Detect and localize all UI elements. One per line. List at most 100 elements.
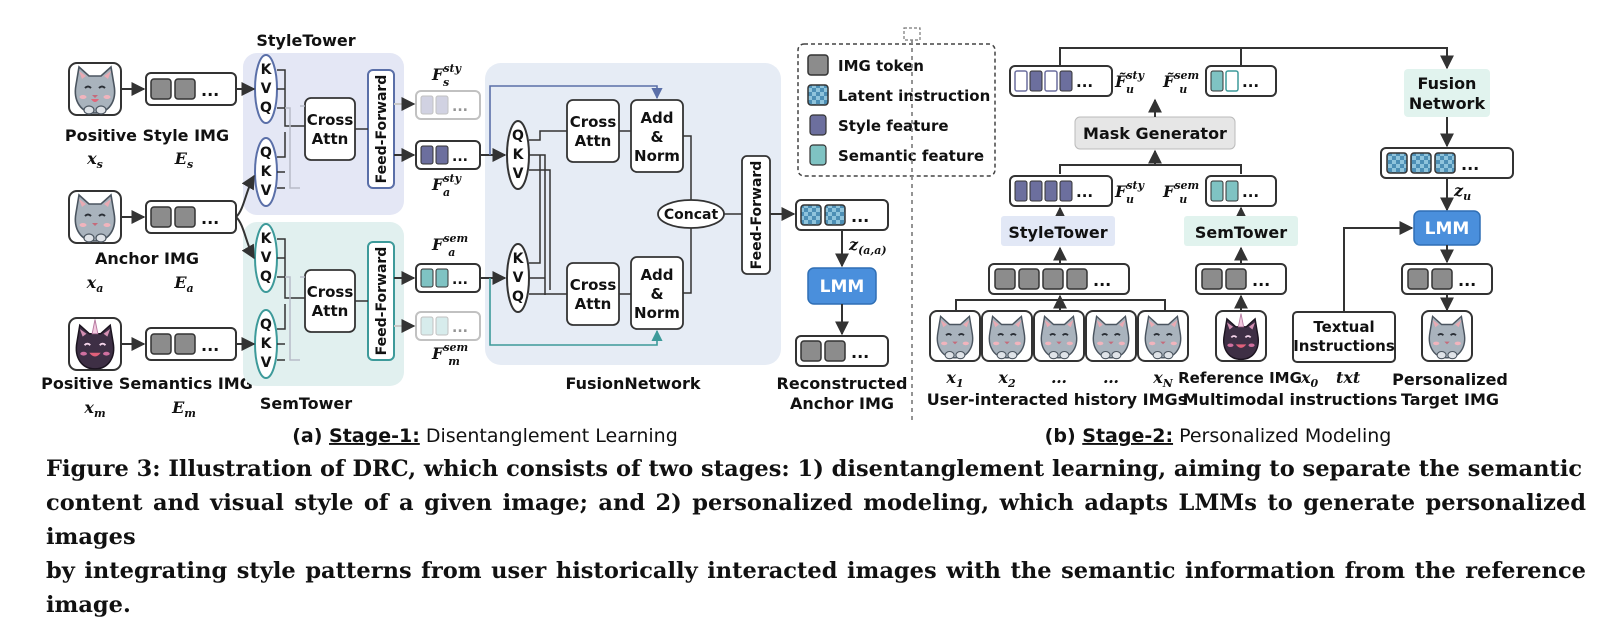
svg-text:…: …: [1103, 368, 1119, 387]
x-s-label: xs: [86, 149, 103, 171]
svg-text:Q: Q: [260, 317, 272, 333]
svg-text:V: V: [513, 270, 524, 286]
sem-cross-attn: Cross Attn: [304, 269, 356, 333]
svg-text:Cross: Cross: [307, 111, 354, 129]
svg-text:Attn: Attn: [575, 132, 612, 150]
svg-text:...: ...: [851, 343, 869, 362]
drc-diagram: Positive Style IMG xs Es Anchor IMG xa E…: [41, 27, 1514, 447]
svg-text:&: &: [650, 128, 663, 146]
svg-text:Textual: Textual: [1313, 318, 1374, 336]
history-images: [929, 310, 1189, 362]
token-bar-es: ...: [145, 72, 237, 106]
fusion-add-norm-bottom: Add & Norm: [630, 256, 684, 330]
feature-bar-fm: ...: [415, 311, 481, 341]
fusion-network-panel: [485, 63, 781, 365]
svg-text:K: K: [261, 231, 273, 247]
svg-text:Q: Q: [260, 145, 272, 161]
svg-text:Cross: Cross: [570, 276, 617, 294]
svg-text:...: ...: [201, 209, 219, 228]
svg-text:...: ...: [452, 149, 468, 165]
lmm-block-stage2: LMM: [1413, 210, 1481, 246]
svg-text:...: ...: [851, 207, 869, 226]
x-m-label: xm: [83, 398, 105, 420]
svg-text:K: K: [261, 164, 273, 180]
svg-text:Feed-Forward: Feed-Forward: [749, 161, 765, 270]
svg-text:Q: Q: [260, 269, 272, 285]
reference-token-bar: ...: [1195, 263, 1287, 295]
masked-semantic-feature-bar: ...: [1205, 65, 1277, 97]
svg-text:Feed-Forward: Feed-Forward: [374, 75, 390, 184]
style-feature-bar-u: ...: [1009, 175, 1113, 207]
svg-text:...: ...: [452, 320, 468, 336]
positive-style-label: Positive Style IMG: [65, 126, 229, 145]
semantic-feature-bar-u: ...: [1205, 175, 1277, 207]
svg-text:Add: Add: [640, 109, 673, 127]
positive-semantics-img: [68, 317, 122, 371]
svg-text:Network: Network: [1409, 94, 1486, 113]
svg-text:...: ...: [452, 99, 468, 115]
history-token-bar: ...: [988, 263, 1130, 295]
feature-bar-fs: ...: [415, 90, 481, 120]
svg-text:Q: Q: [260, 100, 272, 116]
svg-text:Mask Generator: Mask Generator: [1083, 124, 1227, 143]
e-a-label: Ea: [173, 273, 193, 295]
svg-text:LMM: LMM: [1425, 219, 1470, 239]
svg-text:V: V: [261, 355, 272, 371]
svg-text:…: …: [1051, 368, 1067, 387]
svg-text:...: ...: [1458, 271, 1476, 290]
z-aa-label: z(a,a): [848, 235, 887, 257]
svg-text:StyleTower: StyleTower: [1008, 223, 1107, 242]
svg-text:Concat: Concat: [664, 207, 719, 223]
fusion-feed-forward: Feed-Forward: [741, 155, 771, 275]
svg-text:Add: Add: [640, 266, 673, 284]
fusion-cross-attn-bottom: Cross Attn: [566, 262, 620, 326]
stage2-latent-token-bar: ...: [1380, 147, 1514, 179]
sem-tower-title: SemTower: [260, 394, 352, 413]
svg-text:Q: Q: [512, 128, 524, 144]
svg-text:xN: xN: [1152, 368, 1174, 390]
txt-label: txt: [1336, 368, 1361, 387]
svg-text:LMM: LMM: [820, 277, 865, 297]
feature-bar-fa-sty: ...: [415, 140, 481, 170]
svg-text:...: ...: [452, 272, 468, 288]
svg-text:K: K: [513, 147, 525, 163]
legend-swatch-style: [809, 114, 827, 136]
style-cross-attn: Cross Attn: [304, 97, 356, 161]
svg-text:&: &: [650, 285, 663, 303]
legend-swatch-latent: [807, 84, 829, 106]
svg-text:...: ...: [1461, 155, 1479, 174]
positive-style-img: [68, 62, 122, 116]
reconstructed-token-bar: ...: [795, 335, 889, 367]
reference-cat-unicorn-icon: [1222, 312, 1260, 361]
concat-node: Concat: [657, 199, 725, 229]
reference-img: [1215, 310, 1267, 362]
svg-text:...: ...: [1242, 183, 1259, 201]
fusion-qkv-oval-top: Q K V: [506, 120, 530, 190]
caption-line-1: Figure 3: Illustration of DRC, which con…: [46, 456, 1583, 482]
svg-text:...: ...: [201, 81, 219, 100]
latent-token-bar: ...: [795, 199, 889, 231]
svg-text:x2: x2: [997, 368, 1016, 390]
e-s-label: Es: [174, 149, 193, 171]
svg-text:Feed-Forward: Feed-Forward: [374, 247, 390, 356]
fusion-add-norm-top: Add & Norm: [630, 99, 684, 173]
fusion-cross-attn-top: Cross Attn: [566, 99, 620, 163]
multimodal-label: Multimodal instructions: [1183, 390, 1398, 409]
z-u-label: zu: [1453, 181, 1471, 203]
legend: IMG token Latent instruction Style featu…: [797, 43, 996, 177]
svg-text:Instructions: Instructions: [1293, 337, 1395, 355]
svg-text:Attn: Attn: [312, 302, 349, 320]
anchor-label: Anchor IMG: [95, 249, 199, 268]
svg-text:V: V: [513, 166, 524, 182]
style-qkv-oval: Q K V: [254, 137, 278, 207]
style-feed-forward: Feed-Forward: [367, 69, 395, 189]
reconstructed-label-1: Reconstructed: [777, 374, 908, 393]
sem-kvq-oval: K V Q: [254, 223, 278, 293]
svg-text:Norm: Norm: [634, 304, 680, 322]
svg-text:...: ...: [1093, 271, 1111, 290]
stage2-title: (b) Stage-2: Personalized Modeling: [1045, 425, 1392, 447]
